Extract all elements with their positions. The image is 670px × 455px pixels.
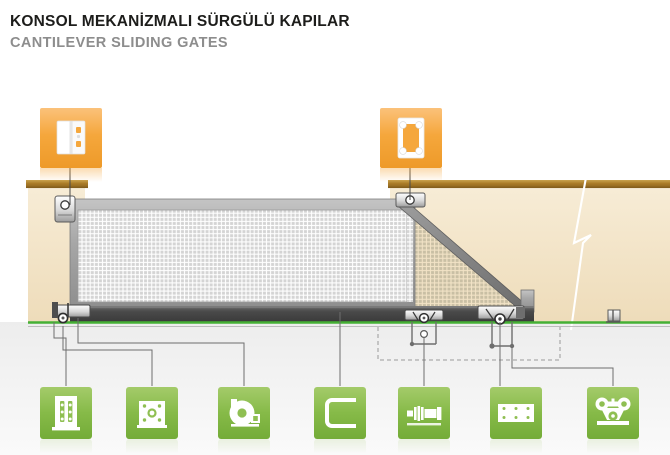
- wire-mesh-infill: [78, 210, 407, 302]
- roller-wheel-icon[interactable]: [218, 387, 270, 453]
- mounting-plate-icon: [397, 117, 425, 159]
- end-stop-catcher: [606, 309, 621, 323]
- hinge-bracket-icon: [56, 120, 86, 155]
- wheel-and-block: [229, 399, 260, 427]
- beam-profile-icon[interactable]: [314, 387, 366, 453]
- roller-carriage-left: [52, 302, 91, 324]
- foundation-outline: [377, 327, 561, 361]
- top-guide-bracket-detail: [40, 108, 102, 182]
- cantilever-beam-rail: [70, 306, 534, 322]
- callout-leader-lines: [69, 168, 411, 205]
- twin-wheel-trolley: [595, 397, 631, 425]
- gate-post-icon[interactable]: [40, 387, 92, 453]
- bolt-nut-washer: [407, 406, 442, 426]
- title-block: KONSOL MEKANİZMALI SÜRGÜLÜ KAPILAR CANTI…: [10, 12, 650, 53]
- mounting-plate-detail: [380, 108, 442, 182]
- bolt-set-icon[interactable]: [398, 387, 450, 453]
- c-channel-section: [325, 398, 356, 428]
- page-title-english: CANTILEVER SLIDING GATES: [10, 35, 228, 51]
- foundation-post-middle: [409, 322, 437, 347]
- icon-leader-lines: [53, 312, 614, 386]
- square-plate-4-holes: [137, 401, 167, 428]
- anchor-plate-icon[interactable]: [490, 387, 542, 453]
- base-plate-icon[interactable]: [126, 387, 178, 453]
- top-guide-roller-left: [54, 195, 76, 223]
- rect-plate-6-holes: [498, 404, 534, 422]
- sliding-gate-leaf: [69, 198, 416, 313]
- roller-carriage-icon[interactable]: [587, 387, 639, 453]
- roller-carriage-right: [477, 305, 525, 325]
- wall-break-symbol: [569, 171, 592, 331]
- roller-carriage-middle: [404, 309, 444, 324]
- post-with-fixings: [52, 396, 80, 431]
- page-title-turkish: KONSOL MEKANİZMALI SÜRGÜLÜ KAPILAR: [10, 13, 350, 30]
